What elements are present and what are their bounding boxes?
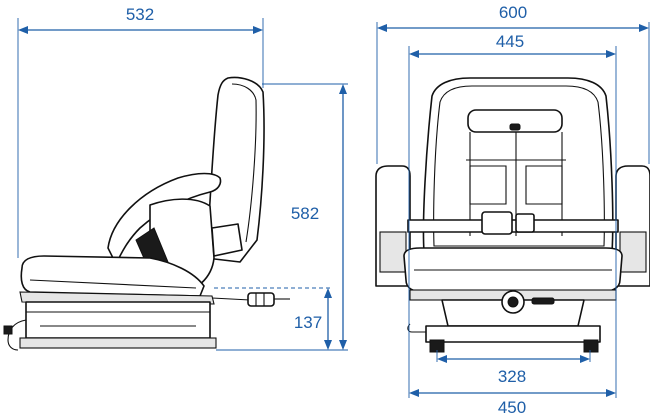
- front-rail-width-dimension: 328: [436, 350, 591, 386]
- side-view-seat: [3, 76, 290, 351]
- front-back-width-label: 445: [496, 32, 524, 51]
- side-base-height-label: 137: [294, 313, 322, 332]
- front-slide-rail-right: [583, 339, 599, 353]
- front-base-width-dimension: 450: [408, 300, 617, 417]
- front-rail-width-label: 328: [498, 367, 526, 386]
- side-cable: [211, 297, 251, 301]
- side-depth-dimension: 532: [17, 5, 264, 258]
- side-height-dimension: 582: [216, 83, 348, 351]
- front-overall-width-label: 600: [499, 3, 527, 22]
- front-fore-aft-lever: [407, 323, 426, 333]
- side-recline-handle: [211, 223, 243, 257]
- side-armrest: [107, 172, 222, 265]
- side-height-label: 582: [291, 204, 319, 223]
- front-base: [425, 325, 601, 343]
- side-base-height-dimension: 137: [214, 287, 332, 350]
- front-overall-width-dimension: 600: [376, 3, 650, 164]
- front-view-seat: [375, 77, 650, 353]
- front-back-width-dimension: 445: [408, 32, 617, 300]
- side-suspension-base: [25, 301, 211, 339]
- side-seat-pan: [19, 291, 215, 305]
- front-weight-indicator: [531, 297, 555, 305]
- side-depth-label: 532: [126, 5, 154, 24]
- front-seatbelt: [407, 219, 619, 233]
- front-seatbelt-buckle: [481, 211, 513, 235]
- front-lumbar-panel: [467, 109, 563, 133]
- side-backrest-seam: [231, 83, 257, 243]
- side-cable-connector: [247, 292, 275, 307]
- side-fore-aft-lever: [7, 319, 27, 351]
- side-base-rail: [19, 337, 217, 349]
- front-base-width-label: 450: [498, 398, 526, 417]
